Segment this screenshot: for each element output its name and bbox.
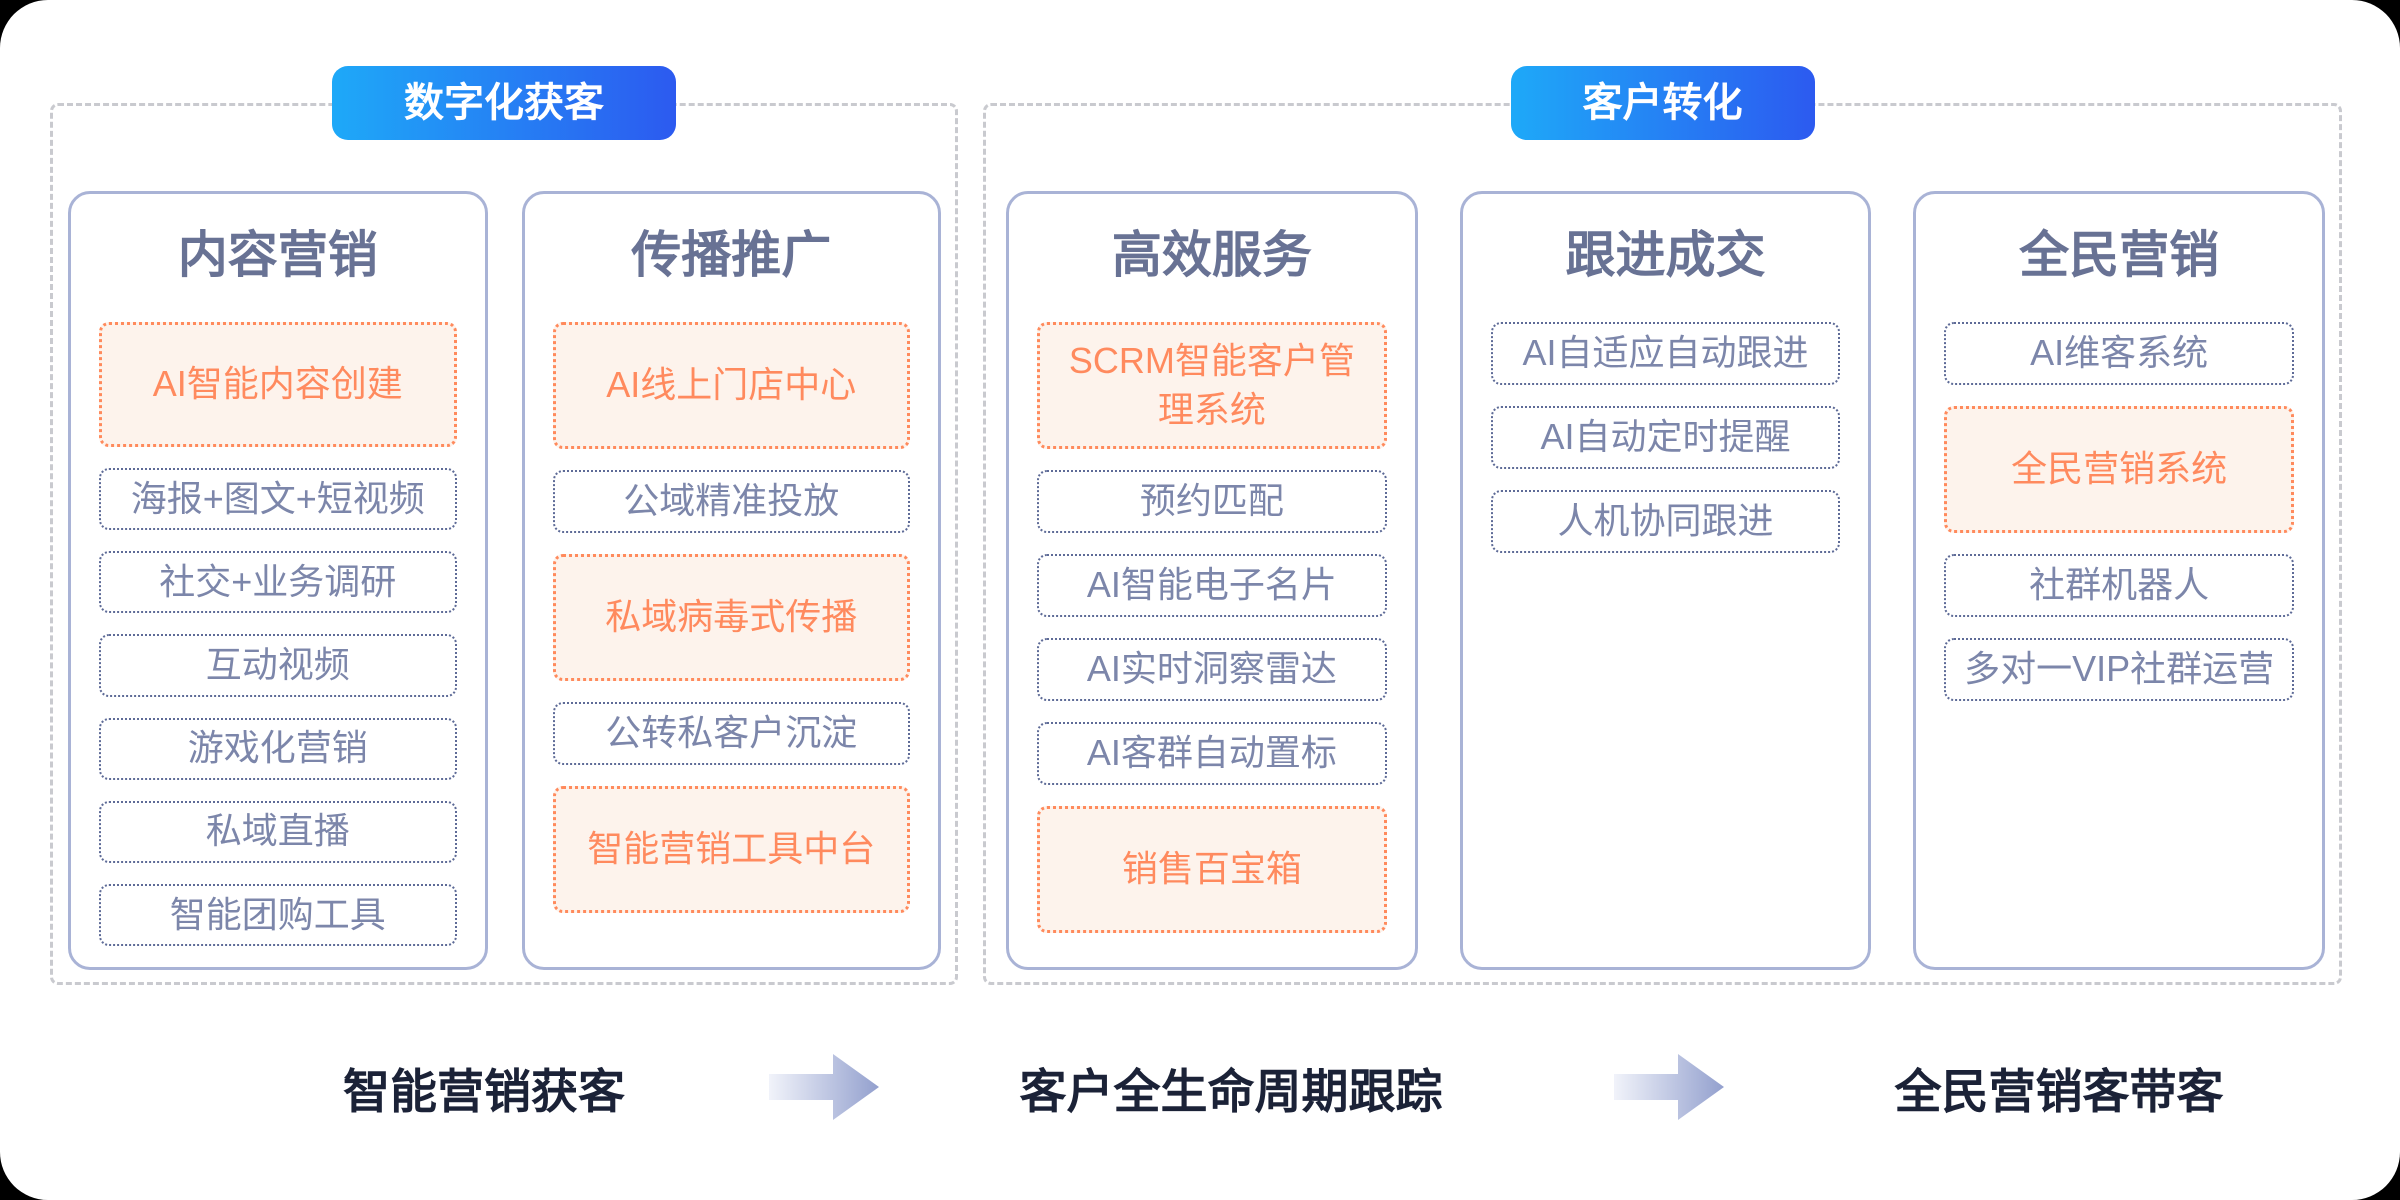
category-title: 传播推广	[631, 227, 832, 283]
flow-footer: 智能营销获客 客户全生命周期跟踪 全民营销客带客	[0, 1042, 2400, 1132]
feature-item: 社交+业务调研	[99, 551, 457, 614]
feature-item: 社群机器人	[1944, 554, 2295, 617]
feature-item: AI维客系统	[1944, 322, 2295, 385]
feature-item: 互动视频	[99, 634, 457, 697]
category-card: 传播推广 AI线上门店中心公域精准投放私域病毒式传播公转私客户沉淀智能营销工具中台	[521, 191, 941, 970]
section-columns: 高效服务 SCRM智能客户管理系统预约匹配 AI智能电子名片 AI实时洞察雷达 AI客群…	[986, 191, 2339, 982]
feature-item-highlight: 销售百宝箱	[1037, 806, 1387, 933]
feature-item: 海报+图文+短视频	[99, 468, 457, 531]
feature-item-highlight: AI线上门店中心	[552, 322, 910, 449]
section-columns: 内容营销 AI智能内容创建海报+图文+短视频社交+业务调研互动视频游戏化营销私域直…	[53, 191, 955, 982]
feature-item: AI客群自动置标	[1037, 722, 1387, 785]
feature-item: 公域精准投放	[552, 470, 910, 533]
category-title: 全民营销	[2019, 227, 2220, 283]
category-title: 内容营销	[177, 227, 378, 283]
category-card: 全民营销 AI维客系统全民营销系统社群机器人多对一VIP社群运营	[1913, 191, 2326, 970]
flow-step-label-3: 全民营销客带客	[1894, 1064, 2224, 1118]
flow-step-label-2: 客户全生命周期跟踪	[1019, 1064, 1443, 1118]
feature-item: 公转私客户沉淀	[552, 702, 910, 765]
feature-item: 游戏化营销	[99, 717, 457, 780]
feature-item-highlight: SCRM智能客户管理系统	[1037, 322, 1387, 449]
right-arrow-icon	[769, 1054, 879, 1120]
phase-badge-digital-acquisition: 数字化获客	[332, 66, 676, 140]
section-digital-acquisition: 数字化获客 内容营销 AI智能内容创建海报+图文+短视频社交+业务调研互动视频游戏…	[50, 66, 958, 985]
phase-badge-customer-conversion: 客户转化	[1510, 66, 1815, 140]
category-card: 高效服务 SCRM智能客户管理系统预约匹配 AI智能电子名片 AI实时洞察雷达 AI客群…	[1006, 191, 1418, 970]
right-arrow-icon	[1614, 1054, 1724, 1120]
feature-item: 多对一VIP社群运营	[1944, 638, 2295, 701]
feature-item-highlight: 智能营销工具中台	[552, 786, 910, 913]
feature-item: 私域直播	[99, 800, 457, 863]
flow-step-label-1: 智能营销获客	[343, 1064, 625, 1118]
feature-item: 预约匹配	[1037, 470, 1387, 533]
category-title: 高效服务	[1111, 227, 1312, 283]
feature-item: AI实时洞察雷达	[1037, 638, 1387, 701]
feature-item: 智能团购工具	[99, 883, 457, 946]
feature-item: AI自适应自动跟进	[1490, 322, 1841, 385]
category-card: 内容营销 AI智能内容创建海报+图文+短视频社交+业务调研互动视频游戏化营销私域直…	[68, 191, 488, 970]
feature-item-highlight: 全民营销系统	[1944, 406, 2295, 533]
feature-item-highlight: AI智能内容创建	[99, 322, 457, 448]
category-card: 跟进成交 AI自适应自动跟进 AI自动定时提醒人机协同跟进	[1459, 191, 1872, 970]
feature-item-highlight: 私域病毒式传播	[552, 554, 910, 681]
feature-item: AI智能电子名片	[1037, 554, 1387, 617]
category-title: 跟进成交	[1565, 227, 1766, 283]
feature-item: 人机协同跟进	[1490, 490, 1841, 553]
feature-item: AI自动定时提醒	[1490, 406, 1841, 469]
section-customer-conversion: 客户转化 高效服务 SCRM智能客户管理系统预约匹配 AI智能电子名片 AI实时洞察雷…	[983, 66, 2342, 985]
